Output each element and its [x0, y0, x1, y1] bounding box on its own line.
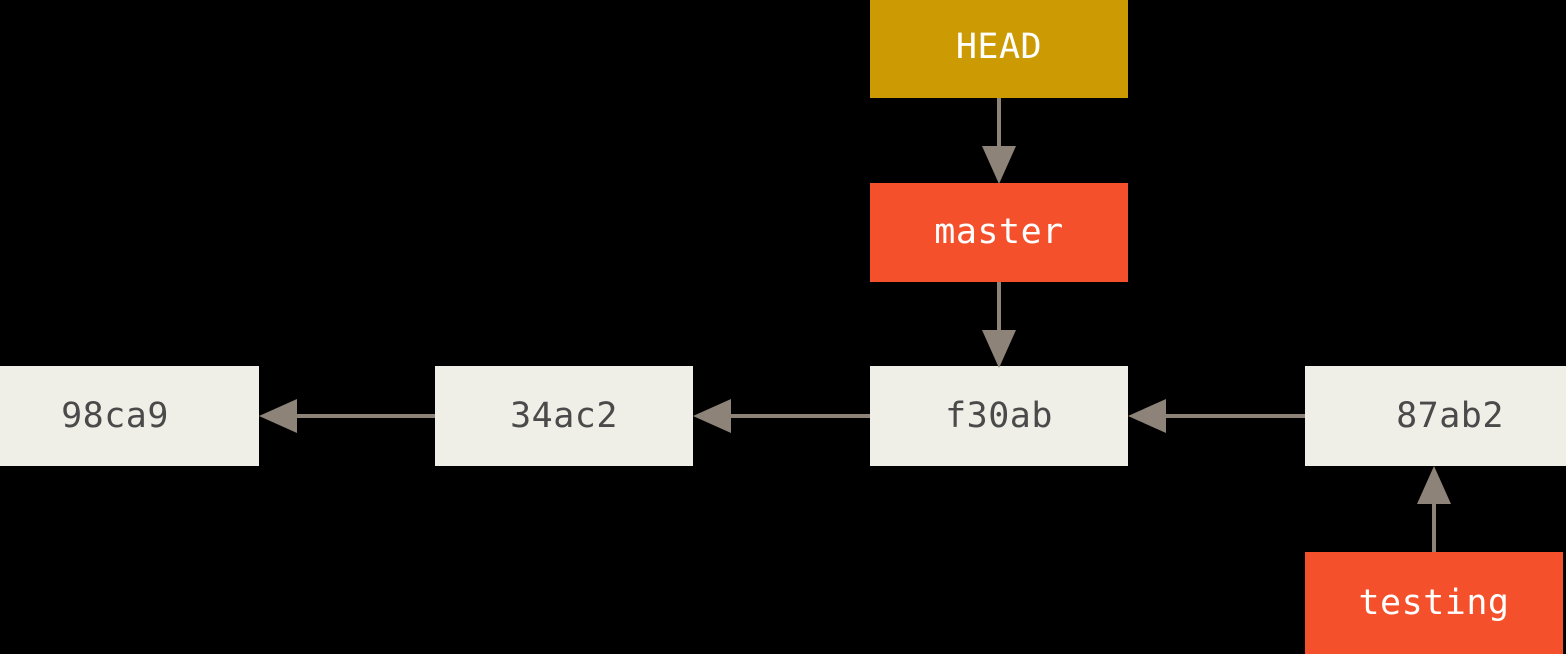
- arrowhead-up-icon: [1417, 466, 1451, 504]
- arrowhead-left-icon: [1128, 399, 1166, 433]
- arrowhead-down-icon: [982, 330, 1016, 368]
- branch-pointer-label-testing: testing: [1358, 582, 1510, 623]
- edge-line: [728, 414, 870, 418]
- edge-line: [294, 414, 435, 418]
- branch-pointer-node-testing[interactable]: testing: [1305, 552, 1563, 654]
- arrowhead-down-icon: [982, 146, 1016, 184]
- commit-label-f30ab: f30ab: [945, 395, 1053, 436]
- arrowhead-left-icon: [693, 399, 731, 433]
- commit-node-98ca9[interactable]: 98ca9: [0, 366, 259, 466]
- edge-line: [1432, 503, 1436, 552]
- branch-pointer-node-master[interactable]: master: [870, 183, 1128, 282]
- commit-node-87ab2[interactable]: 87ab2: [1305, 366, 1566, 466]
- commit-label-34ac2: 34ac2: [510, 395, 618, 436]
- edge-line: [997, 98, 1001, 148]
- commit-label-98ca9: 98ca9: [61, 395, 169, 436]
- commit-node-34ac2[interactable]: 34ac2: [435, 366, 693, 466]
- branch-pointer-label-master: master: [934, 212, 1064, 252]
- head-pointer-label: HEAD: [955, 26, 1043, 67]
- arrowhead-left-icon: [259, 399, 297, 433]
- edge-line: [997, 282, 1001, 333]
- head-pointer-node[interactable]: HEAD: [870, 0, 1128, 98]
- commit-label-87ab2: 87ab2: [1396, 395, 1504, 436]
- edge-line: [1163, 414, 1305, 418]
- commit-node-f30ab[interactable]: f30ab: [870, 366, 1128, 466]
